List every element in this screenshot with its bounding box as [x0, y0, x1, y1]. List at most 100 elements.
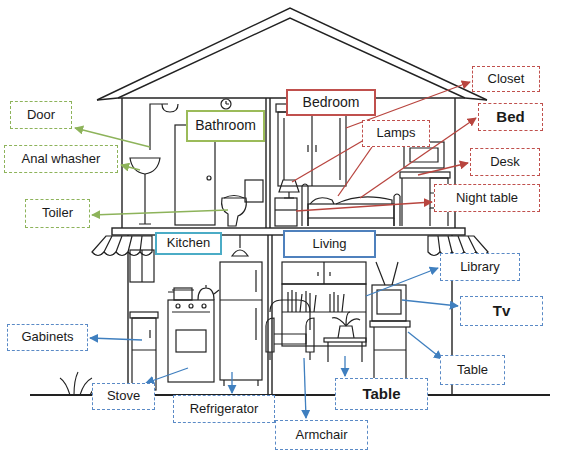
part-label: Closet [472, 66, 540, 92]
label-text: Closet [488, 72, 525, 86]
kitchen-furniture [130, 312, 158, 318]
leader-line [418, 163, 468, 175]
kitchen-furniture [224, 380, 258, 386]
room-label: Bathroom [186, 110, 265, 142]
bedroom-furniture [275, 209, 297, 210]
leader-line [408, 332, 442, 359]
house-outline [128, 235, 452, 395]
part-label: Toiler [25, 199, 90, 228]
bedroom-furniture [308, 204, 394, 218]
part-label: Stove [92, 383, 155, 410]
label-text: Door [27, 108, 55, 122]
bedroom-furniture [302, 184, 308, 226]
kitchen-furniture [220, 270, 262, 340]
kitchen-furniture [176, 304, 180, 308]
living-room-furniture [274, 334, 306, 344]
part-label: Gabinets [7, 324, 88, 351]
part-label: Tv [460, 296, 543, 326]
bedroom-furniture [284, 192, 294, 198]
part-label: Lamps [362, 120, 430, 147]
leader-line [75, 82, 476, 418]
kitchen-furniture [172, 311, 210, 312]
living-room-furniture [270, 300, 310, 330]
label-text: Gabinets [21, 330, 73, 344]
label-text: Lamps [376, 126, 415, 140]
kitchen-furniture [141, 250, 142, 282]
bedroom-furniture [394, 194, 400, 226]
bedroom-furniture [308, 145, 316, 152]
label-text: Kitchen [167, 236, 210, 250]
kitchen-furniture [168, 290, 194, 292]
bathroom-fixtures [207, 176, 211, 180]
kitchen-furniture [132, 318, 156, 390]
bathroom-fixtures [221, 99, 231, 109]
label-text: Desk [490, 155, 520, 169]
leader-line [292, 140, 364, 182]
house-outline [30, 8, 550, 395]
living-room-furniture [377, 290, 401, 314]
living-room-furniture [306, 318, 314, 352]
bathroom-fixtures [226, 101, 229, 104]
kitchen-furniture [130, 235, 262, 390]
kitchen-furniture [130, 250, 154, 282]
part-label: Table [335, 378, 428, 410]
living-room-furniture [332, 312, 360, 326]
living-room-furniture [282, 262, 366, 284]
bedroom-furniture [311, 112, 312, 186]
part-label: Bed [478, 103, 543, 131]
label-text: Anal whasher [22, 152, 101, 166]
bedroom-furniture [310, 198, 334, 204]
house-outline [122, 98, 455, 228]
bathroom-fixtures [139, 174, 151, 224]
part-label: Library [440, 253, 520, 281]
bathroom-fixtures [130, 99, 263, 226]
label-text: Bed [496, 109, 524, 126]
leader-line [121, 165, 140, 170]
bedroom-furniture [275, 198, 297, 226]
living-room-furniture [330, 292, 344, 312]
bedroom-furniture [278, 112, 346, 186]
living-room-furniture [372, 285, 406, 321]
room-label: Living [283, 230, 376, 258]
living-room-furniture [324, 338, 366, 342]
living-room-furniture [338, 326, 354, 338]
kitchen-furniture [176, 330, 206, 352]
house-outline [97, 8, 487, 100]
living-room-furniture [282, 311, 366, 312]
bathroom-fixtures [224, 196, 244, 199]
living-room-furniture [318, 262, 330, 284]
room-label: Bedroom [286, 89, 376, 116]
kitchen-furniture [198, 285, 219, 300]
label-text: Toiler [42, 206, 73, 220]
label-text: Table [457, 363, 488, 377]
kitchen-furniture [220, 262, 262, 380]
part-label: Desk [470, 148, 540, 176]
part-label: Night table [434, 184, 540, 212]
bedroom-furniture [275, 104, 450, 226]
living-room-furniture [266, 318, 274, 352]
room-label: Kitchen [155, 232, 222, 255]
leader-line [231, 372, 232, 393]
kitchen-furniture [232, 250, 248, 256]
label-text: Living [313, 237, 347, 251]
label-text: Library [460, 260, 500, 274]
bathroom-fixtures [130, 158, 160, 174]
label-text: Stove [107, 389, 140, 403]
living-room-furniture [370, 321, 410, 327]
bathroom-fixtures [245, 180, 263, 202]
label-text: Table [362, 386, 400, 403]
label-text: Bathroom [195, 118, 256, 133]
label-text: Night table [456, 191, 518, 205]
label-text: Tv [493, 303, 511, 320]
house-outline [268, 235, 272, 395]
bedroom-furniture [279, 180, 299, 192]
kitchen-furniture [168, 300, 214, 382]
leader-line [338, 147, 372, 196]
part-label: Armchair [275, 420, 368, 450]
living-room-furniture [374, 327, 406, 378]
leader-line [304, 358, 306, 418]
label-text: Refrigerator [190, 402, 259, 416]
leader-line [90, 338, 142, 340]
kitchen-furniture [189, 304, 193, 308]
